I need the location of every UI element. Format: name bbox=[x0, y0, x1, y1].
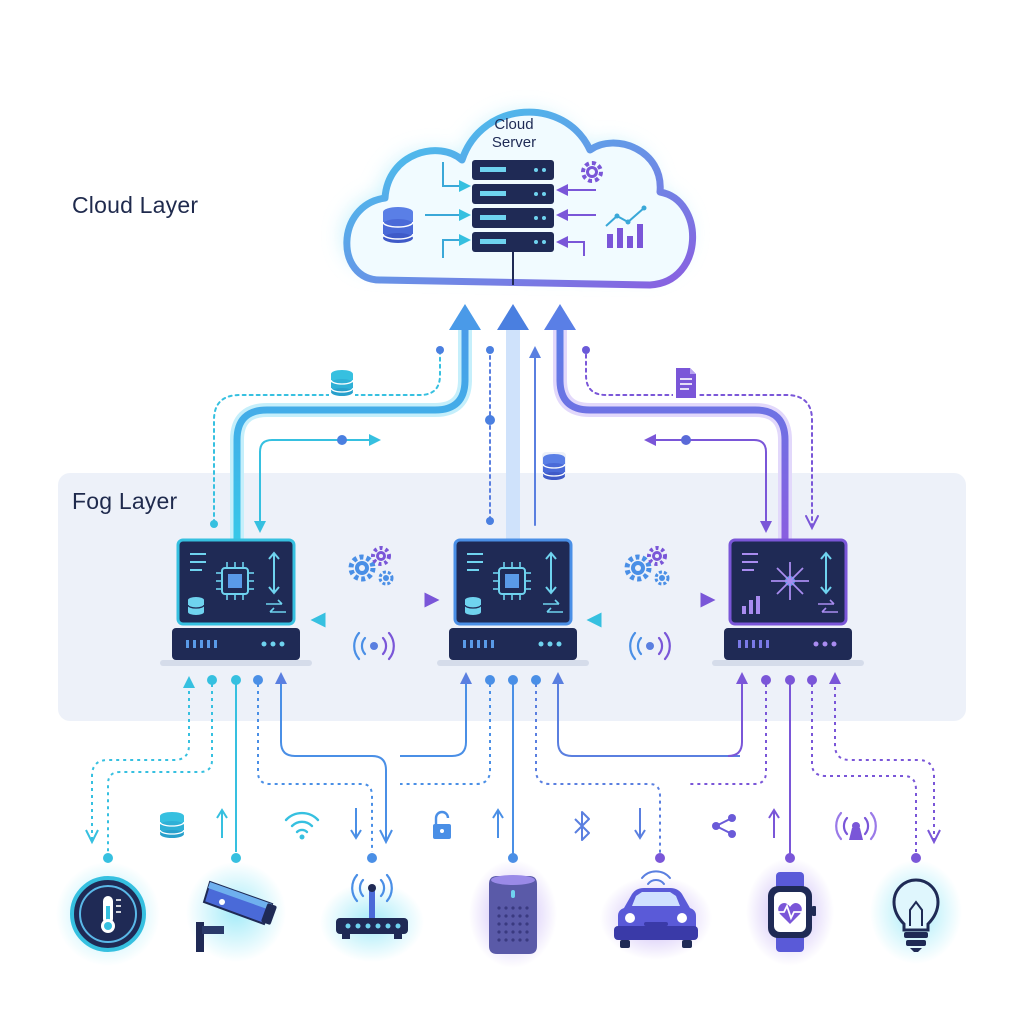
uplink-arrows bbox=[210, 304, 819, 547]
connected-car-icon bbox=[600, 870, 712, 960]
fog-layer-label: Fog Layer bbox=[72, 488, 178, 514]
cloud-server-title: Cloud Server bbox=[470, 116, 558, 152]
cloud-database-icon bbox=[382, 207, 414, 243]
fog-node-right bbox=[712, 538, 864, 666]
database-icon bbox=[464, 597, 482, 615]
cloud-server-title-line1: Cloud bbox=[494, 116, 534, 133]
smart-speaker-icon bbox=[469, 860, 557, 968]
fog-node-center bbox=[437, 538, 589, 666]
wifi-router-icon bbox=[320, 873, 424, 962]
cloud-analytics-chart-icon bbox=[605, 205, 647, 248]
down-arrow-icon bbox=[634, 808, 646, 840]
cloud-gear-icon bbox=[581, 161, 603, 183]
database-icon bbox=[159, 812, 185, 838]
bluetooth-icon bbox=[574, 811, 590, 841]
wifi-icon bbox=[284, 811, 320, 840]
fog-node-left bbox=[160, 538, 312, 666]
thermostat-icon bbox=[56, 862, 160, 966]
wireless-signal-icon bbox=[353, 631, 395, 661]
edge-links bbox=[85, 672, 941, 863]
up-arrow-icon bbox=[492, 808, 504, 838]
bar-chart-icon bbox=[742, 596, 760, 614]
cloud-internal-arrows bbox=[425, 162, 596, 258]
fog-peer-links bbox=[310, 592, 716, 628]
cloud-server-title-line2: Server bbox=[491, 134, 537, 151]
document-icon bbox=[673, 366, 699, 400]
lock-icon bbox=[433, 810, 451, 839]
share-icon bbox=[712, 814, 736, 838]
up-arrow-icon bbox=[768, 808, 780, 838]
gears-icon bbox=[348, 546, 394, 586]
cpu-chip-icon bbox=[493, 562, 531, 600]
security-camera-icon bbox=[186, 862, 286, 962]
gears-icon bbox=[624, 546, 670, 586]
broadcast-icon bbox=[835, 811, 877, 841]
cloud-server-group bbox=[342, 108, 696, 289]
database-icon bbox=[329, 368, 355, 400]
cloud-layer-label: Cloud Layer bbox=[72, 192, 199, 218]
network-hub-icon bbox=[771, 562, 809, 600]
wireless-signal-icon bbox=[629, 631, 671, 661]
smartwatch-icon bbox=[746, 858, 834, 966]
database-icon bbox=[187, 597, 205, 615]
down-arrow-icon bbox=[350, 808, 362, 840]
up-arrow-icon bbox=[216, 808, 228, 838]
cloud-server-rack-icon bbox=[472, 160, 554, 285]
cpu-chip-icon bbox=[216, 562, 254, 600]
database-icon bbox=[542, 452, 566, 484]
smart-bulb-icon bbox=[870, 860, 962, 964]
